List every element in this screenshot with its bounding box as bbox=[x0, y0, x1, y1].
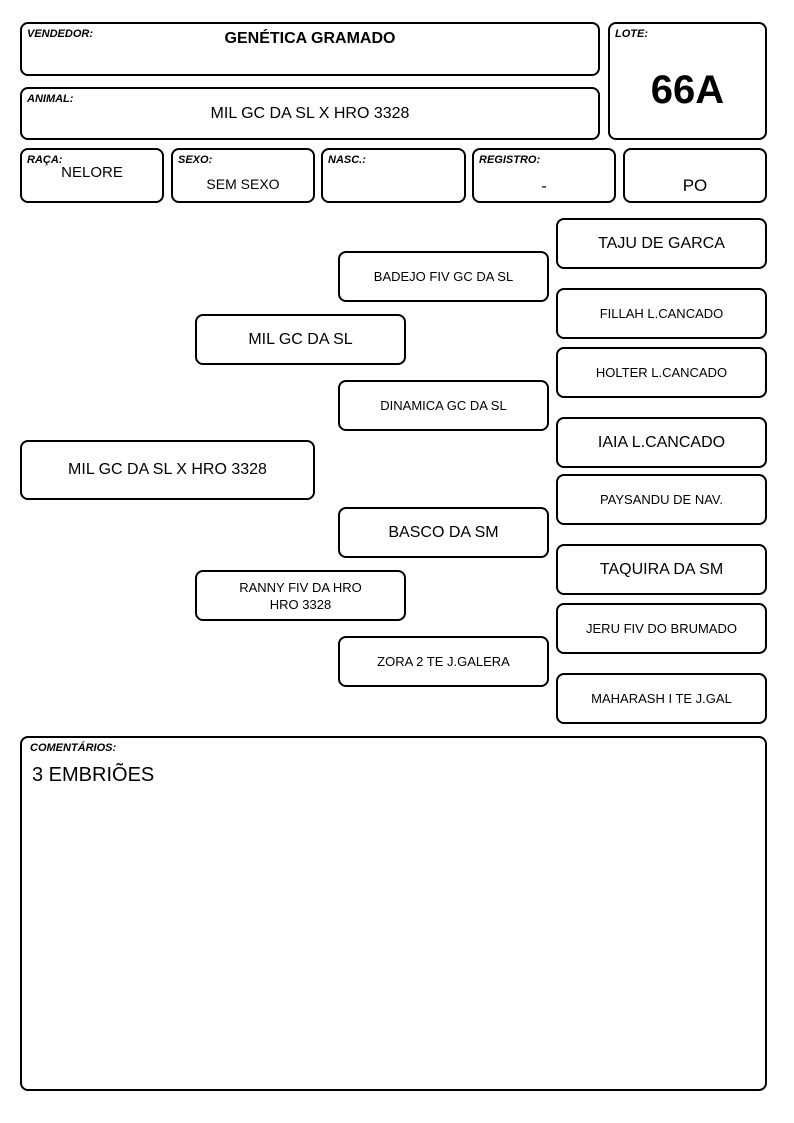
pedigree-dam-line2: HRO 3328 bbox=[269, 596, 332, 612]
pedigree-ggp-2-text: FILLAH L.CANCADO bbox=[599, 306, 724, 321]
breed-box: RAÇA: NELORE bbox=[20, 148, 164, 203]
pedigree-dam-dam: ZORA 2 TE J.GALERA bbox=[338, 636, 549, 687]
sex-box: SEXO: SEM SEXO bbox=[171, 148, 315, 203]
comments-box: COMENTÁRIOS: 3 EMBRIÕES bbox=[20, 736, 767, 1091]
pedigree-ggp-8: MAHARASH I TE J.GAL bbox=[556, 673, 767, 724]
comments-text: 3 EMBRIÕES bbox=[32, 764, 155, 786]
pedigree-dam: RANNY FIV DA HRO HRO 3328 bbox=[195, 570, 406, 621]
category-box: PO bbox=[623, 148, 767, 203]
lot-value: 66A bbox=[650, 68, 725, 112]
pedigree-subject-text: MIL GC DA SL X HRO 3328 bbox=[68, 461, 267, 478]
animal-label: ANIMAL: bbox=[27, 93, 74, 105]
registry-box: REGISTRO: - bbox=[472, 148, 616, 203]
pedigree-ggp-1: TAJU DE GARCA bbox=[556, 218, 767, 269]
pedigree-ggp-6: TAQUIRA DA SM bbox=[556, 544, 767, 595]
animal-value: MIL GC DA SL X HRO 3328 bbox=[210, 105, 410, 122]
pedigree-sire-dam-text: DINAMICA GC DA SL bbox=[380, 398, 507, 413]
pedigree-dam-sire-text: BASCO DA SM bbox=[388, 523, 499, 541]
category-value: PO bbox=[682, 176, 708, 195]
breed-label: RAÇA: bbox=[27, 154, 63, 166]
pedigree-subject: MIL GC DA SL X HRO 3328 bbox=[20, 440, 315, 500]
registry-label: REGISTRO: bbox=[479, 154, 541, 166]
pedigree-ggp-6-text: TAQUIRA DA SM bbox=[599, 560, 724, 578]
pedigree-ggp-7: JERU FIV DO BRUMADO bbox=[556, 603, 767, 654]
pedigree-dam-dam-text: ZORA 2 TE J.GALERA bbox=[377, 654, 510, 669]
lot-label: LOTE: bbox=[615, 28, 648, 40]
breed-value: NELORE bbox=[61, 164, 123, 181]
pedigree-sire: MIL GC DA SL bbox=[195, 314, 406, 365]
sex-value: SEM SEXO bbox=[206, 176, 280, 192]
pedigree-ggp-8-text: MAHARASH I TE J.GAL bbox=[591, 691, 732, 706]
comments-label: COMENTÁRIOS: bbox=[30, 742, 117, 754]
pedigree-sire-text: MIL GC DA SL bbox=[248, 330, 353, 348]
vendor-value: GENÉTICA GRAMADO bbox=[224, 30, 396, 47]
animal-box: ANIMAL: MIL GC DA SL X HRO 3328 bbox=[20, 87, 600, 140]
sex-label: SEXO: bbox=[178, 154, 213, 166]
pedigree-ggp-5: PAYSANDU DE NAV. bbox=[556, 474, 767, 525]
pedigree-sire-sire-text: BADEJO FIV GC DA SL bbox=[373, 269, 514, 284]
vendor-box: VENDEDOR: GENÉTICA GRAMADO bbox=[20, 22, 600, 76]
pedigree-dam-line1: RANNY FIV DA HRO bbox=[239, 579, 362, 595]
pedigree-ggp-2: FILLAH L.CANCADO bbox=[556, 288, 767, 339]
birth-box: NASC.: bbox=[321, 148, 466, 203]
pedigree-ggp-3-text: HOLTER L.CANCADO bbox=[595, 365, 728, 380]
pedigree-sire-sire: BADEJO FIV GC DA SL bbox=[338, 251, 549, 302]
pedigree-ggp-4-text: IAIA L.CANCADO bbox=[597, 433, 726, 451]
pedigree-dam-sire: BASCO DA SM bbox=[338, 507, 549, 558]
vendor-label: VENDEDOR: bbox=[27, 28, 94, 40]
pedigree-ggp-3: HOLTER L.CANCADO bbox=[556, 347, 767, 398]
pedigree-ggp-5-text: PAYSANDU DE NAV. bbox=[599, 492, 724, 507]
lot-box: LOTE: 66A bbox=[608, 22, 767, 140]
registry-value: - bbox=[541, 178, 547, 195]
pedigree-ggp-1-text: TAJU DE GARCA bbox=[598, 234, 725, 252]
pedigree-sire-dam: DINAMICA GC DA SL bbox=[338, 380, 549, 431]
birth-label: NASC.: bbox=[328, 154, 366, 166]
pedigree-ggp-7-text: JERU FIV DO BRUMADO bbox=[586, 621, 737, 636]
pedigree-ggp-4: IAIA L.CANCADO bbox=[556, 417, 767, 468]
